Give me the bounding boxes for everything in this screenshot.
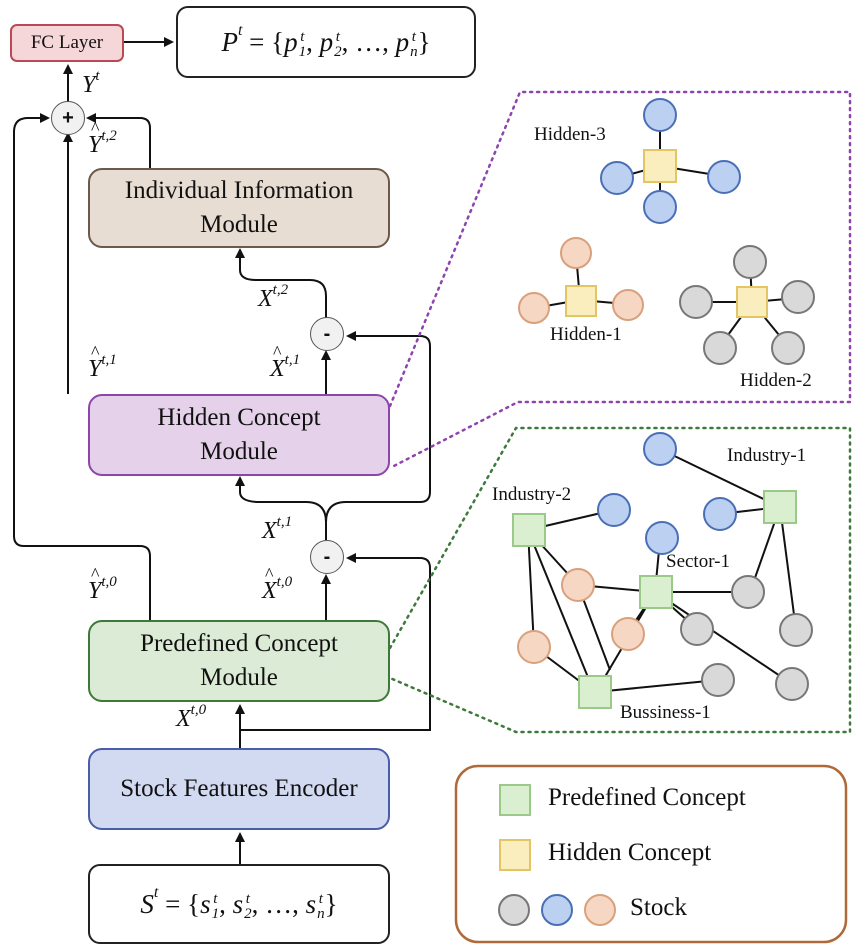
label-y-hat-t0: Yt,0 (88, 564, 117, 605)
stock-node-peach (612, 289, 644, 321)
label-y-hat-t1: Yt,1 (88, 342, 117, 383)
stock-node-gray (779, 613, 813, 647)
stock-node-gray (703, 331, 737, 365)
arrow-yhat2-to-plus (86, 113, 151, 168)
hidden-concept-node (643, 149, 677, 183)
legend-stock-gray-swatch (498, 894, 530, 926)
stock-node-blue (645, 521, 679, 555)
legend-stock-peach-swatch (584, 894, 616, 926)
hidden-zoom-box (388, 90, 852, 470)
industry-2-label: Industry-2 (492, 484, 572, 505)
stock-node-peach (561, 568, 595, 602)
legend-hidden-swatch (499, 839, 531, 871)
legend-predefined-swatch (499, 784, 531, 816)
arrow-xt1-to-minus-upper (325, 331, 431, 523)
individual-line-1: Individual Information (124, 177, 354, 205)
stock-node-gray (733, 245, 767, 279)
stock-node-blue (707, 160, 741, 194)
label-x-t0: Xt,0 (176, 702, 207, 732)
predefined-concept-node (639, 575, 673, 609)
flow-arrows (13, 37, 431, 864)
predefined-concept-node (512, 513, 546, 547)
fc-layer-label: FC Layer (30, 32, 104, 54)
hidden-concept-node (565, 285, 597, 317)
hidden-concept-module: Hidden Concept Module (88, 394, 390, 476)
plus-sign: + (62, 106, 74, 129)
stock-node-blue (703, 497, 737, 531)
label-y-hat-t2: Yt,2 (88, 118, 117, 159)
stock-node-blue (643, 432, 677, 466)
predefined-concept-node (763, 490, 797, 524)
predefined-line-2: Module (200, 664, 278, 691)
stock-node-peach (517, 630, 551, 664)
hidden-line-2: Module (200, 438, 278, 465)
label-y-t: Yt (82, 68, 100, 98)
individual-line-2: Module (200, 211, 278, 238)
predefined-graph (512, 432, 813, 709)
arrow-xt2-to-individual (235, 248, 327, 318)
stock-node-gray (781, 280, 815, 314)
stock-node-gray (701, 663, 735, 697)
sector-1-label: Sector-1 (666, 551, 730, 572)
minus-operator-upper: - (310, 317, 344, 351)
legend-stock-label: Stock (630, 894, 687, 921)
industry-1-label: Industry-1 (727, 445, 807, 466)
minus-sign: - (323, 545, 331, 568)
fc-layer-box: FC Layer (10, 24, 124, 62)
stock-node-blue (600, 161, 634, 195)
arrow-yhat0-to-plus (13, 113, 151, 620)
label-x-hat-t1: Xt,1 (270, 342, 300, 383)
stock-node-peach (518, 292, 550, 324)
legend-hidden-label: Hidden Concept (548, 839, 712, 866)
stock-node-gray (680, 612, 714, 646)
hidden-line-1: Hidden Concept (157, 404, 321, 432)
hidden-3-label: Hidden-3 (534, 124, 606, 145)
predefined-zoom-box (388, 426, 852, 734)
encoder-label: Stock Features Encoder (120, 775, 358, 803)
stock-node-peach (560, 237, 592, 269)
hidden-2-label: Hidden-2 (740, 370, 812, 391)
label-x-t2: Xt,2 (258, 282, 289, 312)
label-x-t1: Xt,1 (262, 514, 293, 544)
arrow-xt1-to-hidden (235, 476, 327, 540)
hidden-graphs (518, 98, 815, 365)
stock-node-gray (679, 285, 713, 319)
label-x-hat-t0: Xt,0 (262, 564, 292, 605)
stock-node-peach (611, 617, 645, 651)
legend-stock-blue-swatch (541, 894, 573, 926)
stock-node-blue (643, 190, 677, 224)
stock-node-blue (597, 493, 631, 527)
arrow-xt0-to-minus-lower (240, 553, 431, 731)
legend-box (454, 764, 848, 944)
stock-node-gray (775, 667, 809, 701)
bussiness-1-label: Bussiness-1 (620, 702, 711, 723)
minus-operator-lower: - (310, 540, 344, 574)
minus-sign: - (323, 322, 331, 345)
stock-node-blue (643, 98, 677, 132)
hidden-1-label: Hidden-1 (550, 324, 622, 345)
legend-predefined-label: Predefined Concept (548, 784, 746, 811)
plus-operator: + (51, 101, 85, 135)
stock-features-encoder: Stock Features Encoder (88, 748, 390, 830)
predefined-line-1: Predefined Concept (140, 630, 338, 658)
individual-information-module: Individual Information Module (88, 168, 390, 248)
hidden-concept-node (736, 286, 768, 318)
stock-node-gray (771, 331, 805, 365)
predefined-concept-node (578, 675, 612, 709)
stock-node-gray (731, 575, 765, 609)
predefined-concept-module: Predefined Concept Module (88, 620, 390, 702)
